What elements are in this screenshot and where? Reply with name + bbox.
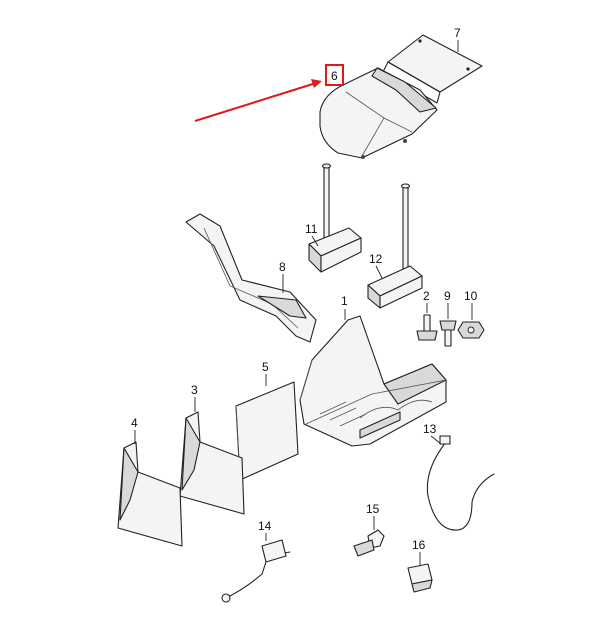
- callout-13: 13: [423, 422, 437, 436]
- callout-1: 1: [341, 294, 348, 308]
- callout-14: 14: [258, 519, 272, 533]
- callout-labels: 1 2 3 4 5 6 7 8 9 10 11 12 13 14 15 16: [131, 26, 478, 552]
- callout-9: 9: [444, 289, 451, 303]
- part-15-connector: [353, 516, 385, 557]
- part-11-hold-down-clamp: [308, 163, 362, 273]
- callout-16: 16: [412, 538, 426, 552]
- part-16-cap: [407, 552, 433, 593]
- callout-7: 7: [454, 26, 461, 40]
- part-14-cable-connector: [221, 533, 291, 603]
- part-10-nut: [457, 303, 485, 339]
- part-13-cable: [426, 435, 495, 531]
- callout-8: 8: [279, 260, 286, 274]
- part-1-battery-tray: [299, 309, 447, 447]
- callout-5: 5: [262, 360, 269, 374]
- part-7-cover-panel: [382, 34, 483, 104]
- callout-6: 6: [331, 69, 338, 83]
- part-3-side-guard: [179, 397, 245, 515]
- part-9-bolt: [439, 303, 457, 347]
- highlight-6: [194, 64, 344, 122]
- callout-12: 12: [369, 252, 383, 266]
- part-6-battery-cover: [319, 67, 438, 159]
- part-4-side-guard: [117, 430, 183, 547]
- callout-4: 4: [131, 416, 138, 430]
- callout-10: 10: [464, 289, 478, 303]
- callout-3: 3: [191, 383, 198, 397]
- callout-11: 11: [305, 222, 318, 236]
- part-8-support-bracket: [185, 213, 317, 343]
- callout-2: 2: [423, 289, 430, 303]
- callout-15: 15: [366, 502, 380, 516]
- part-2-bolt: [416, 303, 438, 341]
- part-5-insulation-sheet: [235, 374, 299, 481]
- part-12-hold-down-clamp: [367, 183, 423, 309]
